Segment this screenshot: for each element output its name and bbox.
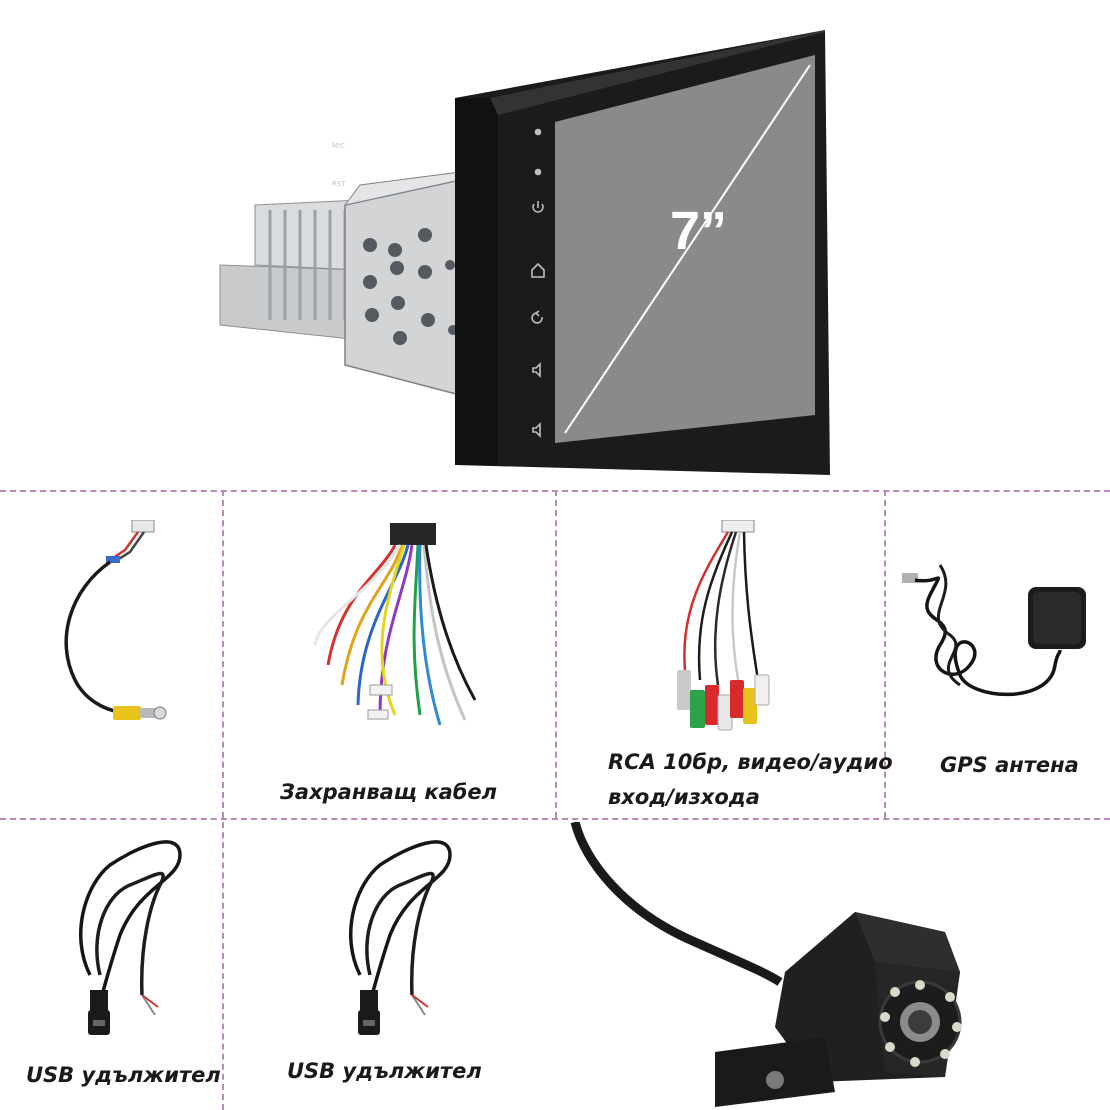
rst-label: RST bbox=[332, 180, 346, 188]
usb-extension-2-caption: USB удължител bbox=[287, 1059, 482, 1083]
head-unit-image: MIC RST 7” bbox=[200, 20, 840, 480]
rca-cable-caption-line2: вход/изхода bbox=[608, 785, 760, 809]
grid-divider-v1 bbox=[222, 490, 224, 1110]
power-harness-image bbox=[300, 515, 490, 740]
usb-extension-2-image bbox=[330, 825, 480, 1045]
rear-camera-image bbox=[565, 822, 1065, 1110]
gps-antenna-caption: GPS антена bbox=[940, 753, 1079, 777]
grid-divider-v2 bbox=[555, 490, 557, 818]
screen bbox=[555, 55, 815, 443]
mic-label: MIC bbox=[332, 142, 345, 150]
camera-cable-image bbox=[40, 520, 200, 740]
usb-extension-1-caption: USB удължител bbox=[26, 1063, 221, 1087]
grid-divider-v3 bbox=[884, 490, 886, 818]
chassis bbox=[219, 169, 476, 396]
rca-cable-caption-line1: RCA 10бр, видео/аудио bbox=[608, 750, 893, 774]
rca-cable-image bbox=[650, 520, 790, 740]
gps-antenna-image bbox=[900, 555, 1100, 715]
side-buttons bbox=[531, 128, 545, 438]
grid-divider-middle bbox=[0, 818, 1110, 820]
usb-extension-1-image bbox=[60, 825, 210, 1045]
power-harness-caption: Захранващ кабел bbox=[280, 780, 498, 804]
diagonal-line bbox=[564, 64, 811, 434]
screen-size-label: 7” bbox=[670, 201, 728, 261]
